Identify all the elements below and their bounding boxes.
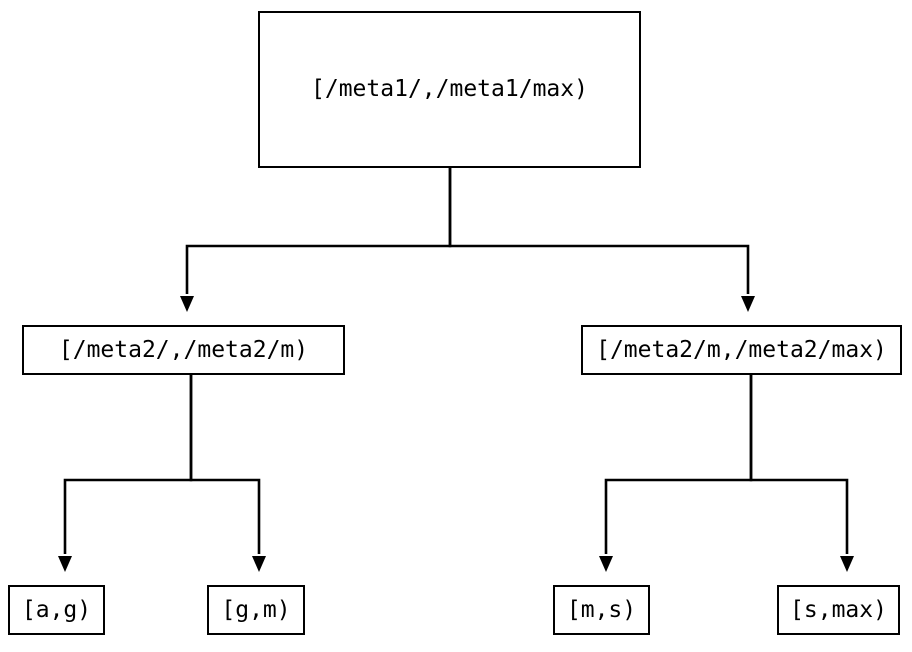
- edge-mid-right-to-leaf-3: [599, 375, 753, 572]
- edge-root-to-mid-right: [448, 168, 755, 312]
- node-root-label: [/meta1/,/meta1/max): [311, 76, 588, 102]
- edge-mid-left-to-leaf-1: [58, 375, 193, 572]
- node-root[interactable]: [/meta1/,/meta1/max): [258, 11, 641, 168]
- node-mid-right-label: [/meta2/m,/meta2/max): [596, 336, 887, 363]
- node-mid-left-label: [/meta2/,/meta2/m): [58, 336, 309, 363]
- arrowhead-icon: [58, 556, 72, 572]
- arrowhead-icon: [180, 296, 194, 312]
- arrowhead-icon: [252, 556, 266, 572]
- edge-root-to-mid-left: [180, 168, 452, 312]
- node-mid-right[interactable]: [/meta2/m,/meta2/max): [581, 325, 902, 375]
- node-leaf-a-g-label: [a,g): [21, 596, 92, 623]
- arrowhead-icon: [840, 556, 854, 572]
- arrowhead-icon: [599, 556, 613, 572]
- node-leaf-m-s[interactable]: [m,s): [553, 585, 650, 635]
- node-leaf-m-s-label: [m,s): [566, 596, 637, 623]
- edge-mid-left-to-leaf-2: [189, 375, 266, 572]
- node-leaf-s-max-label: [s,max): [790, 596, 887, 623]
- arrowhead-icon: [741, 296, 755, 312]
- node-leaf-s-max[interactable]: [s,max): [777, 585, 900, 635]
- node-leaf-g-m-label: [g,m): [221, 596, 291, 623]
- node-leaf-a-g[interactable]: [a,g): [8, 585, 105, 635]
- edge-mid-right-to-leaf-4: [749, 375, 854, 572]
- node-mid-left[interactable]: [/meta2/,/meta2/m): [22, 325, 345, 375]
- node-leaf-g-m[interactable]: [g,m): [207, 585, 305, 635]
